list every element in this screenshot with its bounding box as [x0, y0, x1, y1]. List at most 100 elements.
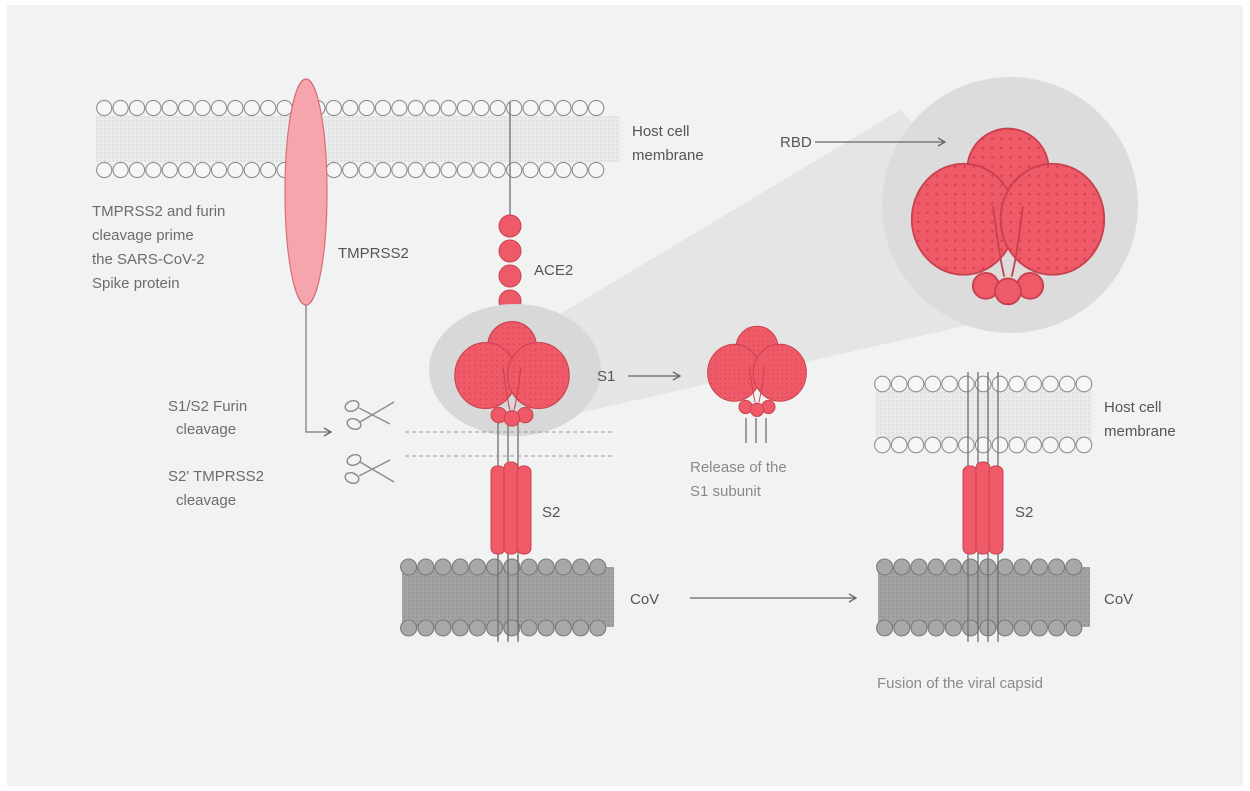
s1-label: S1: [597, 368, 615, 385]
membrane-bead: [490, 162, 505, 177]
membrane-bead: [211, 100, 226, 115]
membrane-bead: [146, 100, 161, 115]
membrane-bead: [959, 376, 975, 392]
membrane-bead: [162, 100, 177, 115]
membrane-bead: [942, 437, 958, 453]
membrane-bead: [146, 162, 161, 177]
release-line-2: S1 subunit: [690, 483, 762, 500]
ace2-label: ACE2: [534, 262, 573, 279]
tmprss2-label: TMPRSS2: [338, 245, 409, 262]
cov-viral-membrane-left: [401, 559, 614, 636]
membrane-bead: [401, 620, 417, 636]
membrane-bead: [963, 620, 979, 636]
membrane-bead: [875, 437, 891, 453]
membrane-bead: [162, 162, 177, 177]
membrane-bead: [877, 559, 893, 575]
membrane-bead: [359, 162, 374, 177]
membrane-bead: [992, 376, 1008, 392]
membrane-bead: [507, 162, 522, 177]
membrane-bead: [875, 376, 891, 392]
membrane-bead: [573, 620, 589, 636]
membrane-bead: [261, 162, 276, 177]
membrane-bead: [418, 620, 434, 636]
membrane-bead: [1014, 559, 1030, 575]
membrane-bead: [572, 162, 587, 177]
membrane-bead: [425, 100, 440, 115]
membrane-bead: [195, 100, 210, 115]
membrane-bead: [523, 100, 538, 115]
membrane-bead: [1076, 376, 1092, 392]
membrane-bead: [244, 100, 259, 115]
membrane-bead: [963, 559, 979, 575]
membrane-bead: [1009, 437, 1025, 453]
membrane-bead: [375, 100, 390, 115]
membrane-bead: [555, 559, 571, 575]
membrane-bead: [392, 100, 407, 115]
tmprss2-desc-line-1: TMPRSS2 and furin: [92, 203, 225, 220]
membrane-bead: [538, 559, 554, 575]
membrane-bead: [474, 162, 489, 177]
membrane-bead: [129, 100, 144, 115]
membrane-bead: [441, 100, 456, 115]
membrane-bead: [891, 437, 907, 453]
membrane-bead: [908, 437, 924, 453]
membrane-bead: [891, 376, 907, 392]
membrane-bead: [908, 376, 924, 392]
membrane-bead: [425, 162, 440, 177]
s2-bundle-left: [491, 462, 531, 554]
tmprss2-protease: [285, 79, 327, 305]
membrane-bead: [441, 162, 456, 177]
tmprss2-desc-line-3: the SARS-CoV-2: [92, 251, 205, 268]
membrane-bead: [211, 162, 226, 177]
tmprss2-to-cleavage-arrow: [306, 305, 331, 432]
s2-bundle-right: [963, 462, 1003, 554]
membrane-bead: [490, 100, 505, 115]
membrane-bead: [1031, 620, 1047, 636]
membrane-bead: [1066, 559, 1082, 575]
membrane-bead: [179, 162, 194, 177]
membrane-bead: [326, 162, 341, 177]
membrane-bead: [997, 620, 1013, 636]
fusion-label: Fusion of the viral capsid: [877, 675, 1043, 692]
membrane-bead: [487, 559, 503, 575]
s2p-cleavage-line-2: cleavage: [176, 492, 236, 509]
membrane-bead: [539, 162, 554, 177]
membrane-bead: [573, 559, 589, 575]
membrane-bead: [538, 620, 554, 636]
membrane-bead: [945, 620, 961, 636]
membrane-bead: [556, 162, 571, 177]
scissors-icon-tmprss2: [344, 453, 394, 485]
membrane-bead: [435, 620, 451, 636]
membrane-bead: [877, 620, 893, 636]
membrane-bead: [911, 620, 927, 636]
tmprss2-desc-line-2: cleavage prime: [92, 227, 194, 244]
membrane-bead: [359, 100, 374, 115]
membrane-bead: [925, 376, 941, 392]
membrane-bead: [228, 162, 243, 177]
membrane-bead: [590, 559, 606, 575]
membrane-bead: [195, 162, 210, 177]
membrane-bead: [1009, 376, 1025, 392]
membrane-bead: [343, 162, 358, 177]
membrane-bead: [261, 100, 276, 115]
membrane-bead: [539, 100, 554, 115]
membrane-bead: [487, 620, 503, 636]
membrane-bead: [97, 100, 112, 115]
membrane-bead: [1066, 620, 1082, 636]
membrane-bead: [418, 559, 434, 575]
membrane-bead: [469, 620, 485, 636]
membrane-bead: [1059, 376, 1075, 392]
host-cell-right-label-1: Host cell: [1104, 399, 1162, 416]
membrane-bead: [392, 162, 407, 177]
membrane-bead: [1031, 559, 1047, 575]
membrane-bead: [1059, 437, 1075, 453]
membrane-bead: [1014, 620, 1030, 636]
membrane-bead: [375, 162, 390, 177]
membrane-bead: [179, 100, 194, 115]
membrane-bead: [997, 559, 1013, 575]
host-cell-membrane-right: [875, 376, 1092, 453]
membrane-bead: [589, 100, 604, 115]
membrane-bead: [942, 376, 958, 392]
membrane-bead: [590, 620, 606, 636]
host-cell-membrane-top: [96, 100, 620, 177]
